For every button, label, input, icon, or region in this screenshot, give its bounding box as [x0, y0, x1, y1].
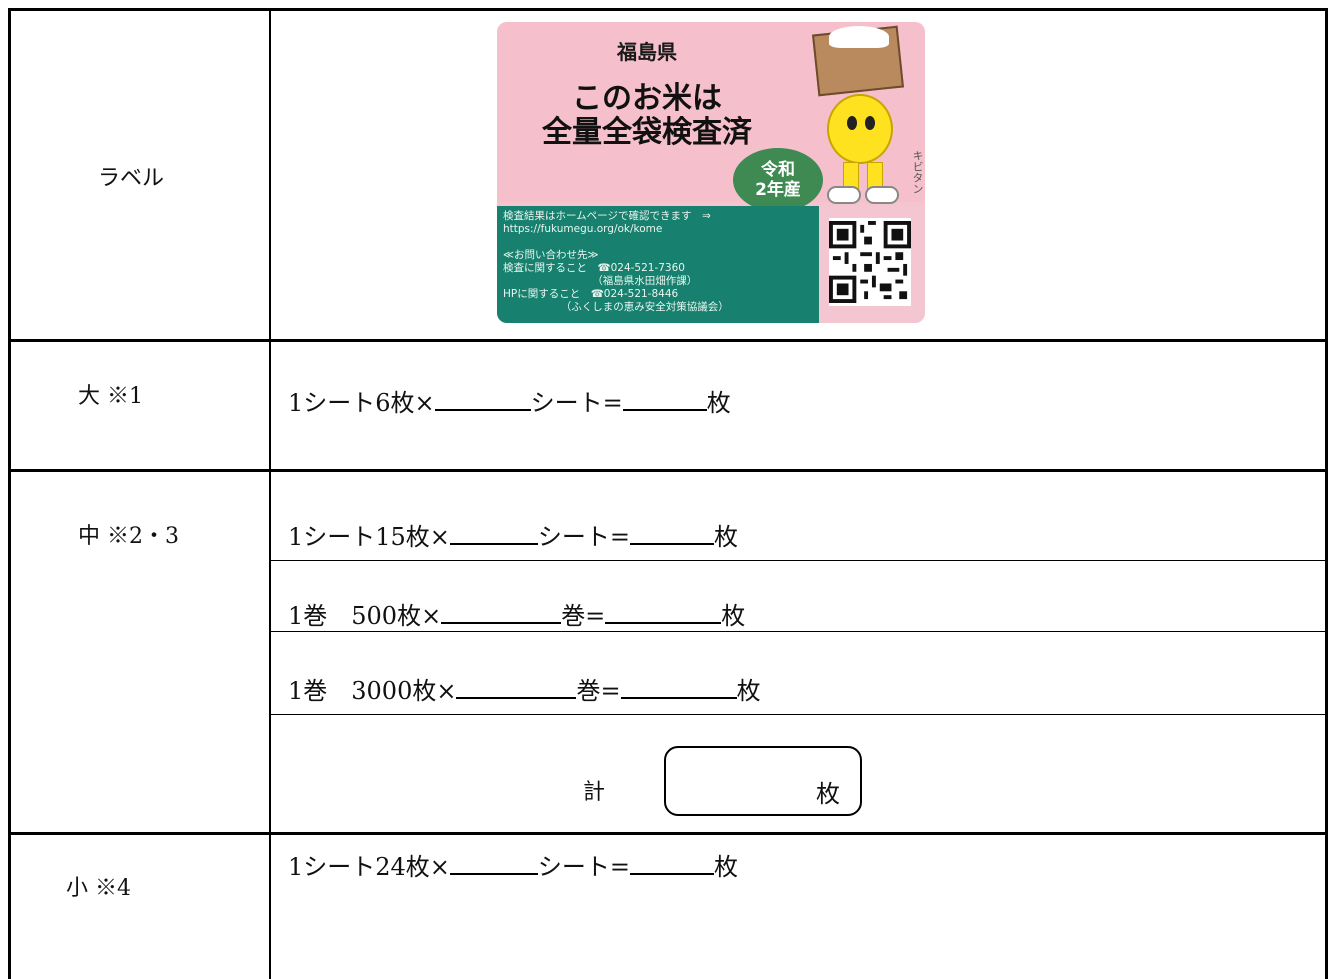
row-divider — [8, 469, 1328, 472]
row-label-large: 大 ※1 — [78, 384, 143, 409]
label-headline-line1: このお米は — [572, 81, 722, 116]
mascot-eye-icon — [847, 116, 857, 130]
label-info-line: HPに関すること ☎024-521-8446 — [503, 288, 679, 300]
sheet-count-field[interactable] — [434, 385, 531, 411]
medium-roll3000-line: 1巻 3000枚× 巻= 枚 — [288, 671, 761, 706]
column-divider — [269, 8, 271, 979]
roll-count-field[interactable] — [441, 598, 562, 624]
label-info-line: （ふくしまの恵み安全対策協議会） — [503, 301, 729, 313]
label-prefecture: 福島県 — [617, 40, 677, 64]
medium-roll500-line: 1巻 500枚× 巻= 枚 — [288, 596, 745, 631]
total-count-field[interactable] — [622, 385, 707, 411]
large-sheet-line: 1シート6枚× シート= 枚 — [288, 383, 731, 418]
row-divider — [8, 832, 1328, 835]
total-unit: 枚 — [816, 780, 840, 808]
line-prefix: 1シート15枚× — [288, 523, 450, 551]
label-badge-line1: 令和 — [761, 160, 795, 180]
line-unit: 枚 — [714, 523, 739, 551]
sub-row-divider — [271, 714, 1328, 715]
label-info-line: 検査に関すること ☎024-521-7360 — [503, 262, 685, 274]
label-info-line: （福島県水田畑作課） — [503, 275, 698, 287]
total-count-field[interactable] — [620, 673, 737, 699]
total-count-field[interactable] — [605, 598, 722, 624]
sub-row-divider — [271, 560, 1328, 561]
row-label-small: 小 ※4 — [66, 876, 131, 901]
line-unit: 枚 — [721, 602, 746, 630]
label-info-line — [503, 236, 813, 249]
sheet-count-field[interactable] — [449, 519, 538, 545]
line-mid: 巻= — [561, 602, 606, 630]
mascot-kibitan-icon — [827, 94, 893, 164]
line-unit: 枚 — [714, 853, 739, 881]
label-info-line: 検査結果はホームページで確認できます ⇒ — [503, 210, 711, 222]
small-sheet-line: 1シート24枚× シート= 枚 — [288, 847, 738, 882]
line-mid: シート= — [537, 853, 631, 881]
mascot-eye-icon — [865, 116, 875, 130]
label-info-panel: 検査結果はホームページで確認できます ⇒ https://fukumegu.or… — [497, 206, 819, 323]
medium-sheet-line: 1シート15枚× シート= 枚 — [288, 517, 738, 552]
rice-inspection-label-image: 福島県 このお米は 全量全袋検査済 令和 2年産 キビタン 検査結果はホームペー… — [497, 22, 925, 323]
total-count-field[interactable] — [630, 849, 715, 875]
mascot-shoe-icon — [865, 186, 899, 204]
row-label-medium: 中 ※2・3 — [78, 524, 179, 549]
line-mid: 巻= — [576, 677, 621, 705]
row-label-label: ラベル — [98, 165, 165, 190]
label-headline-line2: 全量全袋検査済 — [542, 115, 752, 150]
line-mid: シート= — [537, 523, 631, 551]
label-headline: このお米は 全量全袋検査済 — [497, 82, 797, 150]
label-badge-line2: 2年産 — [755, 180, 801, 200]
line-prefix: 1シート6枚× — [288, 389, 435, 417]
line-unit: 枚 — [736, 677, 761, 705]
qr-code-icon — [829, 218, 911, 306]
label-mascot-name: キビタン — [911, 150, 924, 194]
row-divider — [8, 339, 1328, 342]
line-prefix: 1巻 3000枚× — [288, 677, 457, 705]
label-info-line: ≪お問い合わせ先≫ — [503, 249, 599, 261]
line-prefix: 1巻 500枚× — [288, 602, 442, 630]
rice-pile-icon — [829, 26, 889, 48]
label-year-badge: 令和 2年産 — [733, 148, 823, 212]
medium-total-field[interactable] — [664, 746, 862, 816]
roll-count-field[interactable] — [456, 673, 577, 699]
sheet-count-field[interactable] — [449, 849, 538, 875]
total-label: 計 — [583, 779, 606, 804]
total-count-field[interactable] — [630, 519, 715, 545]
form-table — [8, 8, 1328, 979]
sub-row-divider — [271, 631, 1328, 632]
line-prefix: 1シート24枚× — [288, 853, 450, 881]
line-mid: シート= — [530, 389, 623, 417]
line-unit: 枚 — [706, 389, 731, 417]
mascot-shoe-icon — [827, 186, 861, 204]
label-info-url: https://fukumegu.org/ok/kome — [503, 223, 663, 235]
